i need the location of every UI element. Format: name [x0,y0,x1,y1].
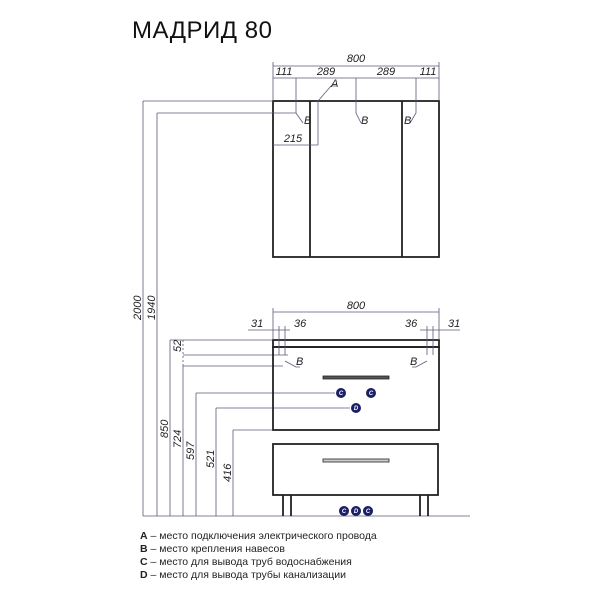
connection-points: C C D C D C [336,388,376,516]
mirror-dimensions: 800 111 289 289 111 B B B A 215 [272,53,440,146]
mount-point-b: B [410,356,417,368]
mount-point-b: B [404,115,411,127]
segment-label: 111 [276,66,293,78]
offset-label: 36 [405,318,418,330]
mount-point-b: B [361,115,368,127]
offset-label: 31 [251,318,263,330]
vanity-unit [272,339,440,516]
svg-text:C: C [366,509,371,515]
svg-text:C: C [369,391,374,397]
legend-item: B – место крепления навесов [140,543,285,555]
vanity-width-label: 800 [347,300,366,312]
mount-point-b: B [304,115,311,127]
water-point-c [336,388,346,398]
height-850: 850 [159,419,171,438]
svg-text:D: D [354,509,359,515]
drawing-title: МАДРИД 80 [132,17,273,44]
vanity-dimensions: 800 31 36 36 31 B B [248,300,460,368]
point-a-label: A [330,78,338,90]
legend: A – место подключения электрического про… [140,530,377,582]
svg-text:C: C [342,509,347,515]
water-point-c [339,506,349,516]
height-416: 416 [222,463,234,482]
height-2000: 2000 [132,295,144,321]
drain-point-d [351,506,361,516]
offset-label: 36 [294,318,307,330]
segment-label: 289 [376,66,395,78]
mount-point-b: B [296,356,303,368]
segment-label: 111 [420,66,437,78]
height-597: 597 [185,441,197,460]
outlet-offset-label: 215 [283,133,303,145]
legend-item: A – место подключения электрического про… [140,530,377,542]
mirror-width-label: 800 [347,53,366,65]
legend-item: D – место для вывода трубы канализации [140,569,347,581]
offset-label: 31 [448,318,460,330]
height-dimensions: 2000 1940 850 52 724 597 521 416 [132,100,470,517]
svg-text:D: D [354,406,359,412]
height-52: 52 [172,340,184,352]
height-521: 521 [205,450,217,468]
mirror-cabinet [272,100,440,258]
svg-text:C: C [339,391,344,397]
drain-point-d [351,403,361,413]
height-1940: 1940 [146,295,158,320]
water-point-c [366,388,376,398]
height-724: 724 [172,430,184,448]
segment-label: 289 [316,66,335,78]
legend-item: C – место для вывода труб водоснабжения [140,556,352,568]
water-point-c [363,506,373,516]
